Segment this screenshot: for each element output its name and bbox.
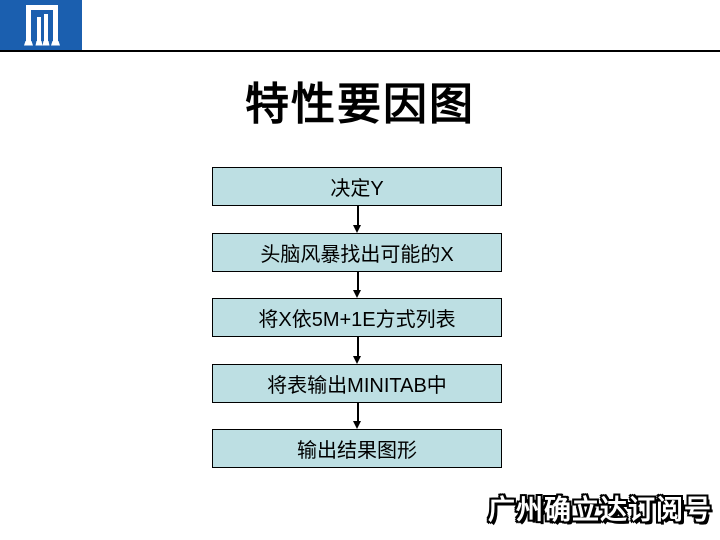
flow-arrow-icon (353, 272, 362, 298)
flow-step-export-minitab: 将表输出MINITAB中 (212, 364, 502, 403)
company-logo (0, 0, 82, 50)
arrow-head (353, 225, 361, 233)
arrow-shaft (357, 272, 359, 292)
flow-step-decide-y: 决定Y (212, 167, 502, 206)
arrow-shaft (357, 337, 359, 358)
flow-step-output-result: 输出结果图形 (212, 429, 502, 468)
page-title: 特性要因图 (245, 79, 475, 130)
header-divider (0, 50, 720, 52)
flow-arrow-icon (353, 337, 362, 364)
flow-arrow-icon (353, 206, 362, 233)
flow-step-list-5m1e: 将X依5M+1E方式列表 (212, 298, 502, 337)
flow-step-brainstorm-x: 头脑风暴找出可能的X (212, 233, 502, 272)
arrow-head (353, 356, 361, 364)
arrow-head (353, 421, 361, 429)
arrow-shaft (357, 206, 359, 227)
arrow-shaft (357, 403, 359, 423)
gate-pillars-icon (24, 5, 60, 46)
watermark: 广州确立达订阅号 (488, 495, 712, 525)
arrow-head (353, 290, 361, 298)
flow-arrow-icon (353, 403, 362, 429)
